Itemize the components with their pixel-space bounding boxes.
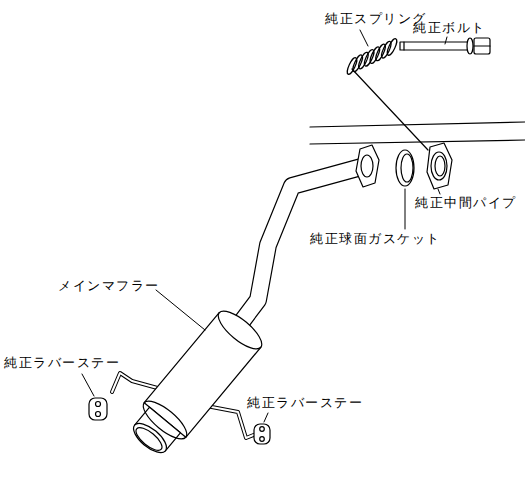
- part-label: 純正中間パイプ: [415, 196, 517, 210]
- part-label: 純正ボルト: [413, 21, 486, 35]
- main-pipe-flange: [356, 145, 379, 187]
- assembly-line: [352, 69, 428, 150]
- rubber-stay: [89, 398, 270, 444]
- spherical-gasket: [396, 150, 414, 186]
- main-muffler: [129, 305, 267, 458]
- bolt: [400, 38, 490, 54]
- part-label: 純正ラバーステー: [4, 356, 120, 370]
- leader-lines: [82, 30, 447, 422]
- part-label: メインマフラー: [58, 279, 160, 293]
- intermediate-pipe: [310, 122, 525, 144]
- intermediate-pipe-flange: [427, 143, 452, 189]
- part-label: 純正ラバーステー: [247, 396, 363, 410]
- part-label: 純正スプリング: [325, 12, 427, 26]
- part-label: 純正球面ガスケット: [310, 232, 441, 246]
- spring: [345, 38, 398, 76]
